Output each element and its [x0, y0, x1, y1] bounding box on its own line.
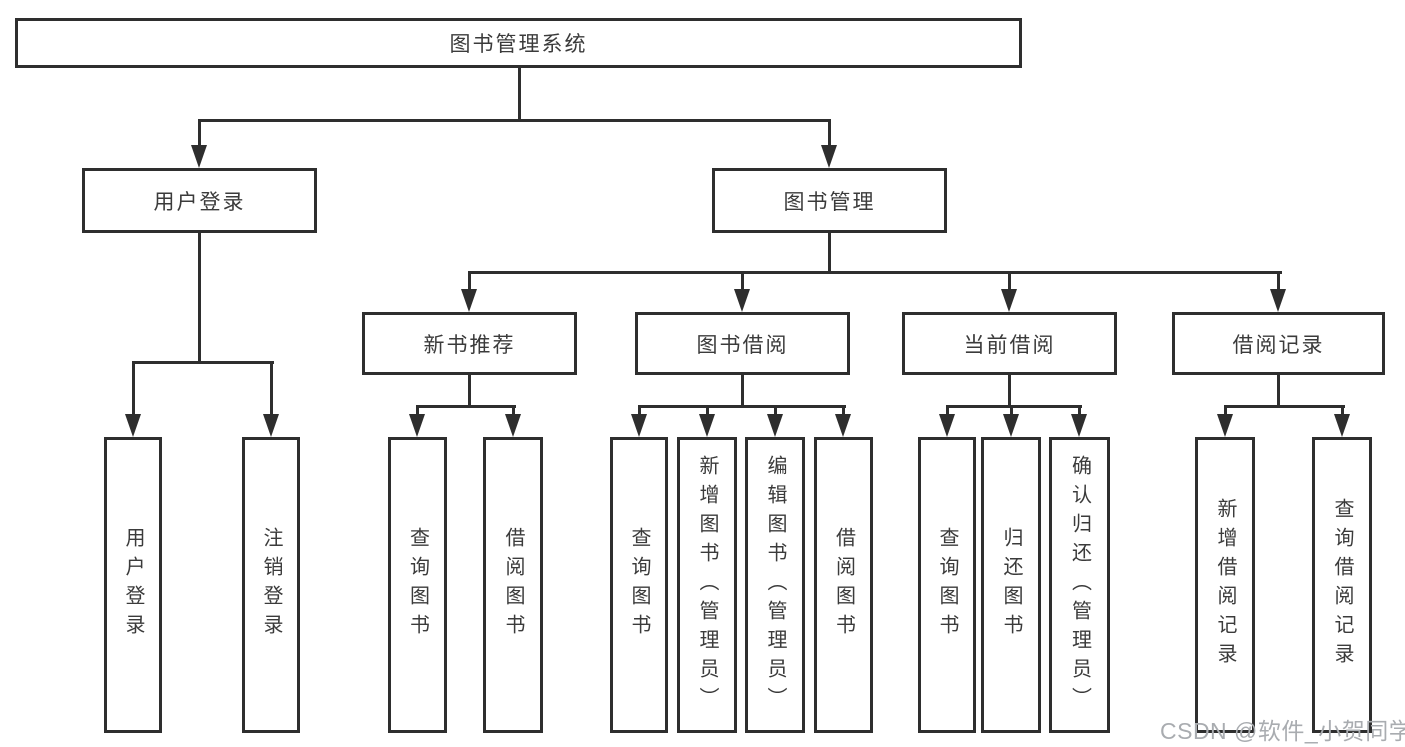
connector-root-stem	[517, 68, 521, 122]
arrow-down-icon	[263, 414, 279, 437]
arrow-down-icon	[505, 414, 521, 437]
leaf-add-borrow-record-label: 新增借阅记录	[1214, 498, 1236, 672]
connector-drop-leaf-logout	[269, 362, 273, 415]
arrow-down-icon	[1003, 414, 1019, 437]
leaf-add-borrow-record: 新增借阅记录	[1195, 437, 1255, 733]
connector-drop	[1223, 406, 1227, 416]
node-root-label: 图书管理系统	[449, 33, 588, 56]
arrow-down-icon	[1217, 414, 1233, 437]
arrow-down-icon	[1270, 289, 1286, 312]
connector-user-login-stem	[197, 233, 201, 363]
leaf-logout: 注销登录	[242, 437, 300, 733]
arrow-down-icon	[767, 414, 783, 437]
connector-book-management-stem	[827, 233, 831, 274]
node-new-book-recommend: 新书推荐	[362, 312, 577, 375]
connector-new-book-recommend-bar	[415, 404, 516, 408]
node-book-borrow: 图书借阅	[635, 312, 850, 375]
connector-drop-current-borrow	[1007, 272, 1011, 292]
arrow-down-icon	[631, 414, 647, 437]
leaf-query-book-current: 查询图书	[918, 437, 976, 733]
connector-user-login-bar	[131, 360, 274, 364]
node-current-borrow: 当前借阅	[902, 312, 1117, 375]
connector-drop-book-borrow	[740, 272, 744, 292]
arrow-down-icon	[699, 414, 715, 437]
leaf-return-book: 归还图书	[981, 437, 1041, 733]
connector-drop	[1009, 406, 1013, 416]
leaf-query-book-recommend: 查询图书	[388, 437, 447, 733]
connector-drop-leaf-user-login	[131, 362, 135, 415]
connector-book-management-bar	[467, 270, 1282, 274]
leaf-return-book-label: 归还图书	[1000, 527, 1022, 643]
leaf-add-book-admin: 新增图书（管理员）	[677, 437, 737, 733]
connector-book-borrow-stem	[740, 375, 744, 408]
connector-drop	[637, 406, 641, 416]
leaf-query-book-current-label: 查询图书	[936, 527, 958, 643]
connector-drop	[945, 406, 949, 416]
connector-drop	[511, 406, 515, 416]
connector-book-borrow-bar	[637, 404, 846, 408]
node-current-borrow-label: 当前借阅	[963, 333, 1056, 357]
leaf-borrow-book-label: 借阅图书	[832, 527, 855, 643]
connector-drop	[841, 406, 845, 416]
leaf-edit-book-admin-label: 编辑图书（管理员）	[764, 454, 786, 716]
leaf-query-book-recommend-label: 查询图书	[406, 527, 429, 643]
arrow-down-icon	[461, 289, 477, 312]
connector-drop-borrow-record	[1276, 272, 1280, 292]
arrow-down-icon	[1001, 289, 1017, 312]
connector-borrow-record-stem	[1276, 375, 1280, 408]
arrow-down-icon	[125, 414, 141, 437]
node-borrow-record: 借阅记录	[1172, 312, 1385, 375]
connector-drop	[415, 406, 419, 416]
leaf-borrow-book-recommend: 借阅图书	[483, 437, 543, 733]
arrow-down-icon	[191, 145, 207, 168]
connector-drop-book-management	[827, 120, 831, 152]
node-user-login-label: 用户登录	[153, 190, 246, 214]
leaf-query-book-borrow: 查询图书	[610, 437, 668, 733]
connector-current-borrow-bar	[945, 404, 1082, 408]
arrow-down-icon	[835, 414, 851, 437]
leaf-user-login-label: 用户登录	[122, 527, 144, 643]
leaf-query-borrow-record-label: 查询借阅记录	[1331, 498, 1353, 672]
leaf-edit-book-admin: 编辑图书（管理员）	[745, 437, 805, 733]
node-root: 图书管理系统	[15, 18, 1022, 68]
node-book-management: 图书管理	[712, 168, 947, 233]
node-book-borrow-label: 图书借阅	[696, 333, 789, 357]
connector-drop	[705, 406, 709, 416]
arrow-down-icon	[1071, 414, 1087, 437]
leaf-borrow-book-recommend-label: 借阅图书	[502, 527, 524, 643]
connector-drop-new-book-recommend	[467, 272, 471, 292]
leaf-logout-label: 注销登录	[260, 527, 282, 643]
leaf-confirm-return-admin: 确认归还（管理员）	[1049, 437, 1110, 733]
node-book-management-label: 图书管理	[783, 190, 876, 214]
leaf-confirm-return-admin-label: 确认归还（管理员）	[1068, 454, 1091, 716]
connector-borrow-record-bar	[1223, 404, 1345, 408]
connector-root-bar	[197, 118, 831, 122]
connector-drop	[773, 406, 777, 416]
connector-drop	[1340, 406, 1344, 416]
node-new-book-recommend-label: 新书推荐	[423, 333, 516, 357]
connector-current-borrow-stem	[1007, 375, 1011, 408]
connector-new-book-recommend-stem	[467, 375, 471, 408]
leaf-borrow-book: 借阅图书	[814, 437, 873, 733]
arrow-down-icon	[821, 145, 837, 168]
leaf-add-book-admin-label: 新增图书（管理员）	[696, 454, 718, 716]
node-borrow-record-label: 借阅记录	[1232, 333, 1325, 357]
arrow-down-icon	[409, 414, 425, 437]
arrow-down-icon	[734, 289, 750, 312]
leaf-query-borrow-record: 查询借阅记录	[1312, 437, 1372, 733]
leaf-user-login: 用户登录	[104, 437, 162, 733]
csdn-watermark: CSDN @软件_小贺同学	[1160, 718, 1405, 744]
arrow-down-icon	[1334, 414, 1350, 437]
arrow-down-icon	[939, 414, 955, 437]
connector-drop	[1077, 406, 1081, 416]
node-user-login: 用户登录	[82, 168, 317, 233]
connector-drop-user-login	[197, 120, 201, 152]
leaf-query-book-borrow-label: 查询图书	[628, 527, 650, 643]
